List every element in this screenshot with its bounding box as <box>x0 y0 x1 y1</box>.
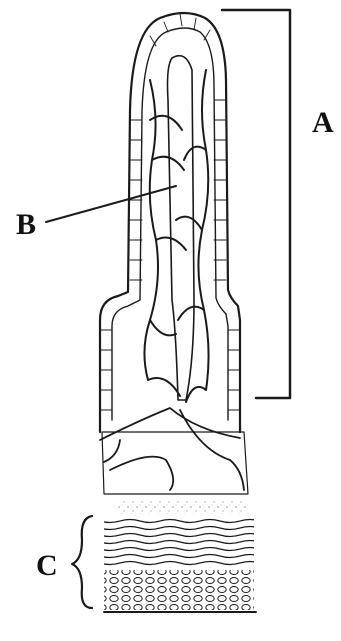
longitudinal-fibers <box>104 518 254 568</box>
label-c: C <box>36 549 58 582</box>
label-b-pointer <box>46 186 176 222</box>
label-c-brace <box>72 516 92 608</box>
label-b: B <box>16 208 36 241</box>
label-a-bracket <box>222 10 290 398</box>
submucosa-vessels <box>100 408 244 490</box>
circular-cells <box>104 570 254 610</box>
villus <box>100 13 244 490</box>
dotted-layer <box>118 500 248 514</box>
muscle-layers <box>104 500 256 612</box>
label-a: A <box>312 106 334 139</box>
central-lacteal <box>168 56 195 400</box>
